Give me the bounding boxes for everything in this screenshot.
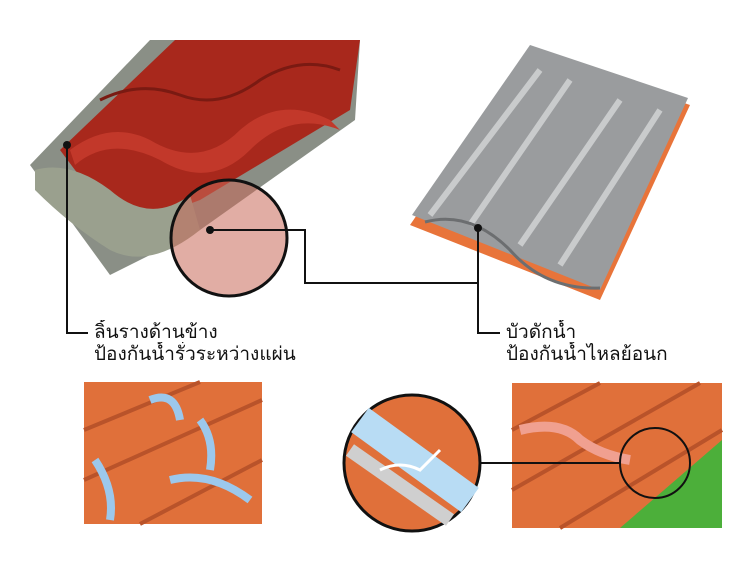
water-flow-image-left xyxy=(83,380,263,526)
red-roof-tile xyxy=(30,40,360,275)
zoom-circle-detail xyxy=(342,393,482,533)
side-lock-description: ป้องกันน้ำรั่วระหว่างแผ่น xyxy=(94,343,296,365)
side-lock-title: ลิ้นรางด้านข้าง xyxy=(94,321,218,343)
callout-dot xyxy=(474,224,482,232)
water-stop-image-right xyxy=(475,381,724,530)
grey-roof-tile xyxy=(410,45,690,300)
callout-dot xyxy=(206,226,214,234)
callout-dot xyxy=(63,141,71,149)
callout-lines xyxy=(66,145,500,334)
zoom-circle-left xyxy=(169,178,289,298)
water-stop-title: บัวดักน้ำ xyxy=(506,321,577,343)
water-stop-description: ป้องกันน้ำไหลย้อนก xyxy=(506,343,668,365)
